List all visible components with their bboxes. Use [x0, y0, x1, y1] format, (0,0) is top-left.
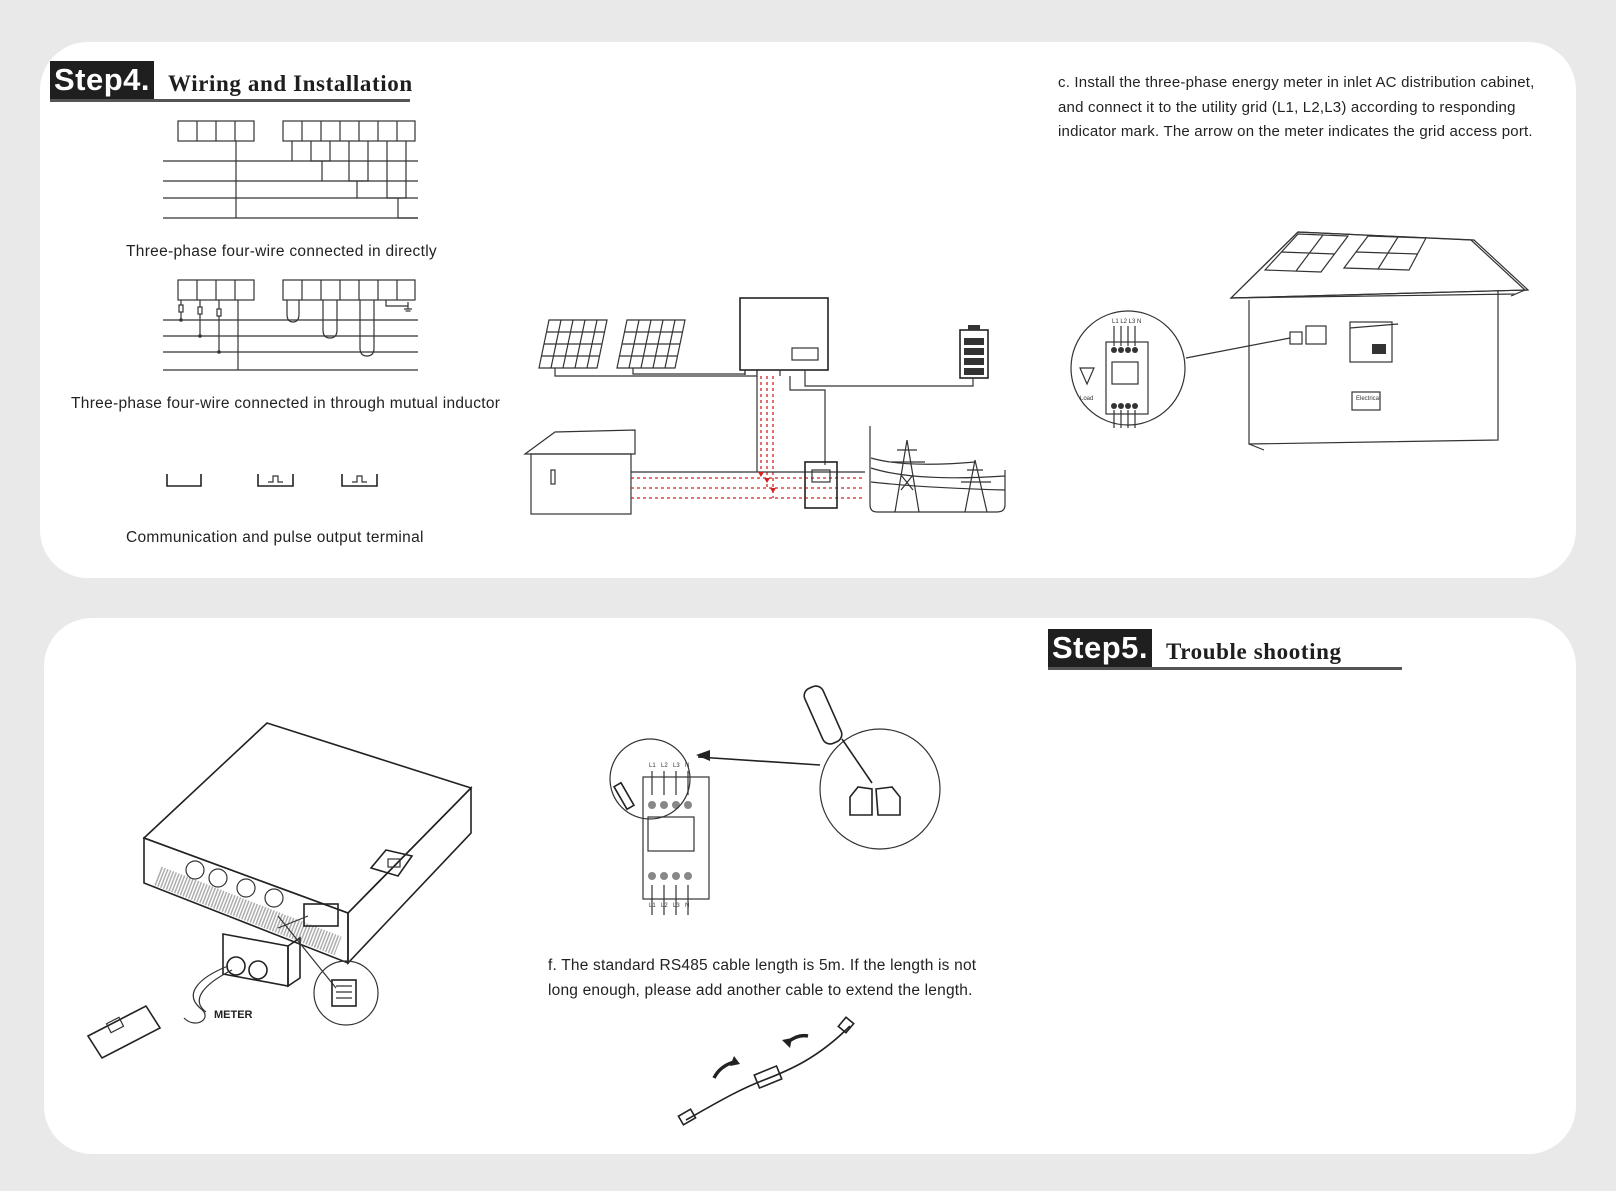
step4-title: Wiring and Installation: [168, 71, 413, 96]
electrical-cabinet-icon: Electrical: [1351, 391, 1381, 411]
pulse-terminal-diagram: [166, 474, 378, 487]
solar-panel-icon: [538, 319, 608, 369]
inverter-meter-connection-illustration: METER: [86, 722, 473, 1060]
meter-terminal-label-top: N: [685, 763, 689, 769]
energy-meter-icon: [86, 1004, 162, 1060]
step5-underline: [1048, 667, 1402, 670]
installation-house-illustration: Electrical L1 L2 L3 N Load: [1070, 231, 1530, 451]
house-icon: [523, 429, 636, 515]
caption-inductor: Three-phase four-wire connected in throu…: [71, 395, 501, 412]
inverter-icon: [142, 722, 473, 966]
house-icon: [1229, 231, 1530, 451]
meter-label: METER: [214, 1009, 253, 1021]
trouble-shooting-panel: [44, 618, 1576, 1154]
arrow-down-icon: [1079, 367, 1095, 386]
callout-load: Load: [1080, 396, 1093, 402]
meter-terminal-label-top: L3: [673, 763, 680, 769]
solar-panel-icon: [1342, 235, 1427, 271]
screwdriver-callout: [803, 685, 941, 850]
caption-direct: Three-phase four-wire connected in direc…: [126, 243, 437, 260]
instruction-c: c. Install the three-phase energy meter …: [1058, 74, 1535, 140]
meter-terminal-label-bottom: N: [685, 903, 689, 909]
meter-terminal-label-bottom: L2: [661, 903, 668, 909]
meter-terminal-label-top: L2: [661, 763, 668, 769]
step5-badge: Step5.: [1048, 629, 1153, 667]
rj45-callout: [313, 960, 379, 1026]
battery-icon: [959, 325, 989, 379]
instruction-f: f. The standard RS485 cable length is 5m…: [548, 957, 977, 999]
step4-underline: [50, 99, 410, 102]
inductor-wiring-diagram: [163, 279, 418, 371]
cable-extension-illustration: [677, 1016, 855, 1126]
solar-panel-icon: [1263, 233, 1350, 273]
callout-terminals: L1 L2 L3 N: [1112, 319, 1141, 325]
meter-callout: L1 L2 L3 N Load: [1070, 310, 1186, 428]
arrow-left-icon: [696, 750, 710, 761]
solar-panel-icon: [616, 319, 686, 369]
meter-connector-box: [222, 933, 301, 988]
caption-terminal: Communication and pulse output terminal: [126, 529, 424, 546]
direct-wiring-diagram: [163, 120, 418, 219]
step5-header: Step5. Trouble shooting: [1048, 629, 1342, 667]
step4-badge: Step4.: [50, 61, 155, 99]
inverter-icon: [1349, 321, 1399, 363]
meter-front-icon: [642, 771, 710, 915]
meter-icon: [804, 461, 838, 509]
inverter-icon: [739, 297, 829, 376]
meter-terminal-label-top: L1: [649, 763, 656, 769]
power-grid-icon: [869, 426, 1006, 513]
cabinet-label: Electrical: [1356, 396, 1380, 402]
system-connection-diagram: [523, 297, 1006, 515]
step4-header: Step4. Wiring and Installation: [50, 61, 413, 99]
meter-terminal-label-bottom: L3: [673, 903, 680, 909]
meter-terminal-label-bottom: L1: [649, 903, 656, 909]
step5-title: Trouble shooting: [1166, 639, 1342, 664]
